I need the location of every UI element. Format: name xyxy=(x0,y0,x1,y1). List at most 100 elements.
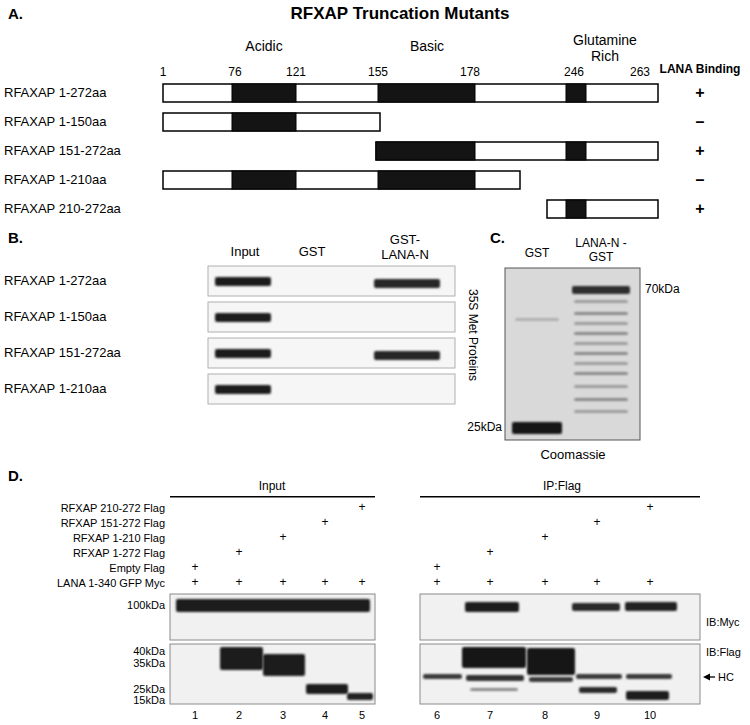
protein-band xyxy=(574,362,628,365)
plus-mark: + xyxy=(358,576,365,590)
domain-block xyxy=(232,171,296,189)
protein-band xyxy=(423,674,462,679)
plus-mark: + xyxy=(191,561,198,575)
protein-band xyxy=(215,277,271,286)
protein-band xyxy=(215,313,271,322)
lane-number: 2 xyxy=(236,709,242,722)
lane-number: 5 xyxy=(359,709,365,722)
group-heading: Input xyxy=(259,480,286,494)
domain-block xyxy=(378,84,475,102)
domain-block xyxy=(232,113,296,131)
blot-strip xyxy=(208,266,455,296)
construct-name: RFAXAP 1-150aa xyxy=(4,115,106,130)
group-rule xyxy=(420,496,700,498)
protein-band xyxy=(574,312,628,315)
protein-band xyxy=(572,286,630,294)
construct-name: RFAXAP 1-272aa xyxy=(4,86,106,101)
side-note: 35S Met Proteins xyxy=(465,289,479,381)
western-blot xyxy=(170,594,375,640)
protein-band xyxy=(374,351,440,360)
band-label: HC xyxy=(718,671,734,684)
protein-band xyxy=(374,279,440,288)
size-marker: 35kDa xyxy=(133,657,165,670)
blot-strip xyxy=(208,374,455,404)
size-marker: 70kDa xyxy=(645,283,680,297)
panel-letter: C. xyxy=(490,229,505,246)
protein-band xyxy=(470,688,518,691)
protein-band xyxy=(574,322,628,325)
plus-mark: + xyxy=(646,576,653,590)
size-marker: 40kDa xyxy=(133,645,165,658)
protein-band xyxy=(215,349,271,358)
plus-mark: + xyxy=(486,546,493,560)
protein-band xyxy=(512,422,562,434)
plus-mark: + xyxy=(235,576,242,590)
lane-number: 1 xyxy=(192,709,198,722)
protein-band xyxy=(574,332,628,335)
plus-mark: + xyxy=(541,576,548,590)
plus-mark: + xyxy=(541,531,548,545)
plus-mark: + xyxy=(486,576,493,590)
protein-band xyxy=(515,318,559,321)
domain-block xyxy=(566,200,586,218)
lane-heading: GST xyxy=(299,245,326,260)
plus-mark: + xyxy=(433,561,440,575)
stain-name: Coomassie xyxy=(540,448,605,463)
domain-block xyxy=(566,142,586,160)
residue-number: 263 xyxy=(630,66,650,80)
construct-bar xyxy=(547,200,658,218)
protein-band xyxy=(574,352,628,355)
plus-mark: + xyxy=(279,576,286,590)
construct-bar xyxy=(163,171,520,189)
panel-letter: D. xyxy=(8,467,23,484)
panel-heading: RFXAP Truncation Mutants xyxy=(291,4,510,24)
antibody-label: IB:Myc xyxy=(706,616,740,629)
construct-name: RFAXAP 1-150aa xyxy=(4,310,106,325)
lane-number: 8 xyxy=(542,709,548,722)
construct-name: RFXAP 1-272 Flag xyxy=(73,547,165,560)
construct-name: LANA 1-340 GFP Myc xyxy=(57,577,165,590)
domain-block xyxy=(376,142,475,160)
protein-band xyxy=(574,300,628,303)
column-heading: LANA Binding xyxy=(660,63,741,77)
protein-band xyxy=(572,603,620,611)
binding-result: – xyxy=(696,113,705,131)
plus-mark: + xyxy=(321,516,328,530)
construct-name: RFAXAP 210-272aa xyxy=(4,202,121,217)
protein-band xyxy=(263,654,305,676)
binding-result: + xyxy=(695,200,704,218)
residue-number: 246 xyxy=(564,66,584,80)
binding-result: – xyxy=(696,171,705,189)
size-marker: 25kDa xyxy=(467,421,502,435)
construct-bar xyxy=(376,142,658,160)
protein-band xyxy=(574,385,628,388)
residue-number: 155 xyxy=(368,66,388,80)
size-marker: 100kDa xyxy=(127,599,165,612)
western-blot xyxy=(420,594,700,640)
protein-band xyxy=(220,647,263,670)
protein-band xyxy=(626,674,672,679)
plus-mark: + xyxy=(593,516,600,530)
lane-number: 4 xyxy=(322,709,328,722)
construct-name: RFXAP 1-210 Flag xyxy=(73,532,165,545)
binding-result: + xyxy=(695,84,704,102)
plus-mark: + xyxy=(279,531,286,545)
western-blot xyxy=(170,644,375,704)
lane-number: 10 xyxy=(644,709,656,722)
lane-number: 7 xyxy=(487,709,493,722)
domain-name: Basic xyxy=(410,38,444,54)
plus-mark: + xyxy=(191,576,198,590)
lane-number: 6 xyxy=(434,709,440,722)
plus-mark: + xyxy=(593,576,600,590)
plus-mark: + xyxy=(646,501,653,515)
domain-name: Acidic xyxy=(245,38,282,54)
residue-number: 1 xyxy=(160,66,167,80)
protein-band xyxy=(576,674,622,679)
domain-block xyxy=(378,171,475,189)
protein-band xyxy=(306,684,348,694)
panel-letter: B. xyxy=(8,229,23,246)
blot-strip xyxy=(208,338,455,368)
protein-band xyxy=(574,398,628,401)
size-marker: 25kDa xyxy=(133,683,165,696)
